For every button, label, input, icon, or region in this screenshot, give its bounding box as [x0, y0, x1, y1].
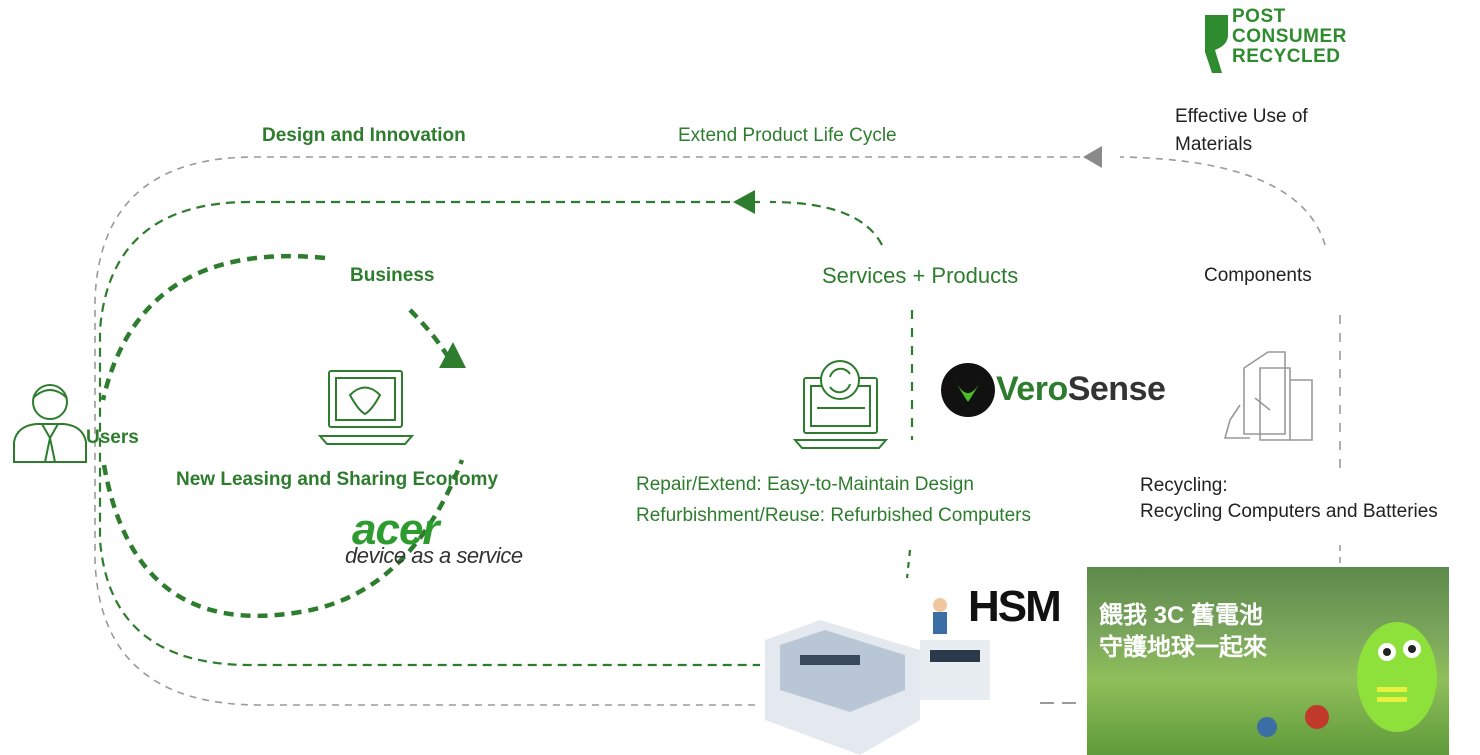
- photo-scene: [1257, 622, 1437, 737]
- design-innovation-label: Design and Innovation: [262, 125, 466, 146]
- pcr-line-1: POST: [1232, 6, 1286, 27]
- laptop-refresh-icon: [792, 360, 889, 449]
- hsm-logo: HSM: [968, 582, 1062, 631]
- effective-use-label: Effective Use of Materials: [1175, 106, 1308, 155]
- verosense-vero: Vero: [996, 370, 1068, 408]
- recycling-title: Recycling:: [1140, 475, 1228, 496]
- pcr-line-3: RECYCLED: [1232, 46, 1341, 67]
- verosense-logo: VeroSense: [996, 370, 1166, 409]
- recycle-documents-icon: [1223, 351, 1313, 441]
- extend-life-label: Extend Product Life Cycle: [678, 125, 897, 146]
- components-label: Components: [1204, 265, 1312, 286]
- inner-business-loop-bottom: [101, 459, 465, 618]
- pcr-logo: POST CONSUMER RECYCLED: [1232, 7, 1347, 67]
- outer-gray-loop: [94, 156, 1080, 706]
- green-services-down: [905, 549, 912, 579]
- repair-label: Repair/Extend: Easy-to-Maintain Design: [636, 474, 974, 495]
- inner-business-arrow-path: [408, 308, 452, 362]
- acer-logo: acer: [352, 505, 440, 554]
- pcr-line-2: CONSUMER: [1232, 26, 1347, 47]
- leasing-label: New Leasing and Sharing Economy: [176, 469, 499, 490]
- gray-arrowhead: [1083, 146, 1102, 168]
- services-products-label: Services + Products: [822, 263, 1019, 288]
- refurb-label: Refurbishment/Reuse: Refurbished Compute…: [636, 505, 1031, 526]
- inner-business-loop-top: [100, 253, 326, 401]
- photo-text-1: 餵我 3C 舊電池: [1099, 602, 1264, 629]
- green-services-curve: [769, 200, 883, 246]
- battery-recycling-photo: 餵我 3C 舊電池 守護地球一起來: [1087, 567, 1449, 755]
- inner-arrowhead: [439, 342, 466, 368]
- acer-tagline: device as a service: [345, 543, 523, 568]
- business-label: Business: [350, 265, 435, 286]
- users-label: Users: [86, 427, 139, 448]
- laptop-handshake-icon: [317, 370, 415, 445]
- verosense-logo-mark: [941, 363, 995, 417]
- pcr-logo-mark: [1205, 15, 1228, 73]
- recycling-desc: Recycling Computers and Batteries: [1140, 501, 1438, 522]
- gray-top-right-curve: [1119, 156, 1326, 246]
- green-arrowhead-top: [733, 190, 755, 214]
- photo-text-2: 守護地球一起來: [1099, 634, 1267, 661]
- verosense-sense: Sense: [1067, 370, 1166, 408]
- user-icon: [13, 384, 87, 463]
- refurbishment-store-illustration: [765, 598, 990, 755]
